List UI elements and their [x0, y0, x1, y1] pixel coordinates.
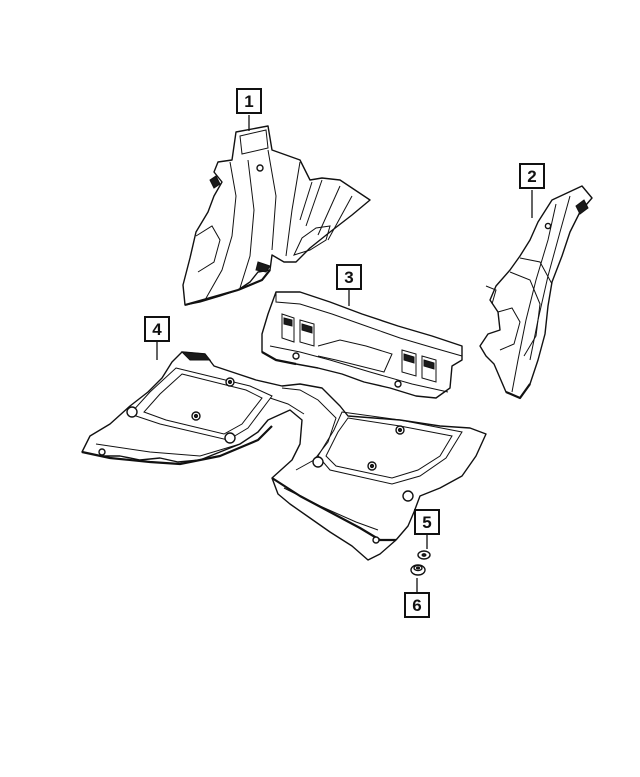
callout-1: 1: [236, 88, 262, 114]
part-1-left-quarter-insulator: [182, 125, 371, 307]
part-3-bulkhead-insulator: [261, 291, 463, 399]
callout-2: 2: [519, 163, 545, 189]
callout-5: 5: [414, 509, 440, 535]
part-6-nut: [410, 564, 426, 576]
part-2-right-quarter-insulator: [479, 185, 593, 400]
part-4-floor-silencer: [81, 351, 487, 561]
part-5-push-pin: [417, 550, 431, 560]
callout-6: 6: [404, 592, 430, 618]
callout-3: 3: [336, 264, 362, 290]
leader-lines: [156, 115, 533, 592]
callout-4: 4: [144, 316, 170, 342]
